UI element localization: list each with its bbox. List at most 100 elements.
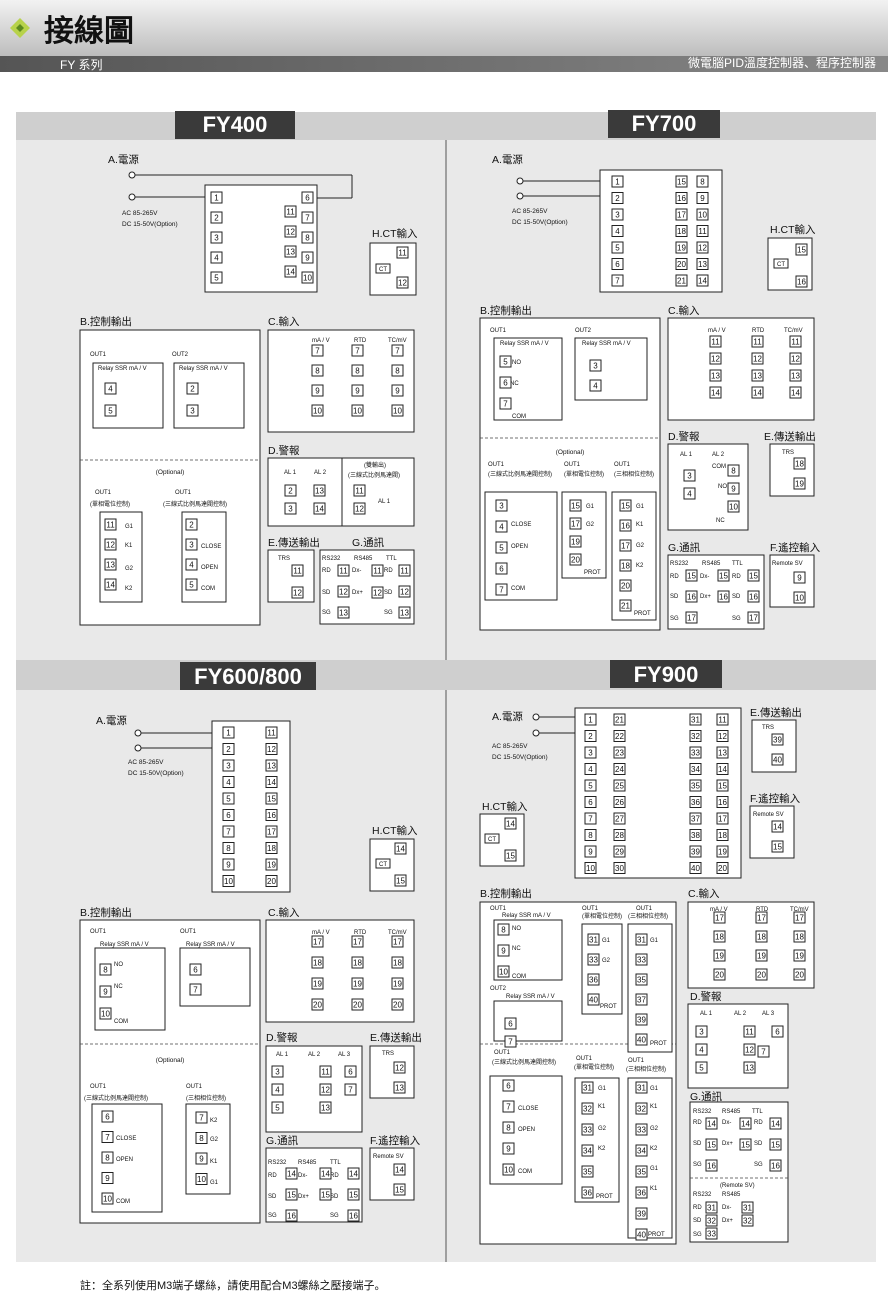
svg-text:12: 12 xyxy=(398,279,407,288)
svg-text:39: 39 xyxy=(637,1016,646,1025)
svg-text:31: 31 xyxy=(743,1204,752,1213)
terminal-36: 36 xyxy=(581,1186,594,1199)
terminal-2: 2 xyxy=(611,192,624,204)
svg-text:Relay SSR mA / V: Relay SSR mA / V xyxy=(179,366,228,372)
terminal-9: 9 xyxy=(696,192,709,204)
svg-text:(單相電位控制): (單相電位控制) xyxy=(564,470,604,478)
svg-text:12: 12 xyxy=(267,745,276,754)
svg-text:17: 17 xyxy=(393,938,402,947)
terminal-10: 10 xyxy=(391,404,404,417)
svg-text:TRS: TRS xyxy=(762,725,774,731)
footer-note: 註：全系列使用M3端子螺絲，請使用配合M3螺絲之壓接端子。 xyxy=(80,1278,386,1292)
svg-text:(三相相位控制): (三相相位控制) xyxy=(186,1094,226,1102)
svg-text:15: 15 xyxy=(707,1141,716,1150)
terminal-5: 5 xyxy=(185,578,198,591)
svg-text:H.CT輸入: H.CT輸入 xyxy=(482,800,528,813)
svg-text:33: 33 xyxy=(707,1230,716,1239)
svg-text:COM: COM xyxy=(712,464,726,470)
terminal-15: 15 xyxy=(319,1188,332,1201)
svg-text:2: 2 xyxy=(189,521,194,530)
terminal-13: 13 xyxy=(284,245,297,258)
svg-text:AL 1: AL 1 xyxy=(284,470,297,476)
terminal-19: 19 xyxy=(793,477,806,490)
svg-text:14: 14 xyxy=(349,1170,358,1179)
terminal-9: 9 xyxy=(301,251,314,264)
terminal-18: 18 xyxy=(675,225,688,237)
svg-text:COM: COM xyxy=(114,1019,128,1025)
terminal-7: 7 xyxy=(611,274,624,287)
svg-text:RD: RD xyxy=(754,1120,763,1126)
terminal-6: 6 xyxy=(611,258,624,270)
terminal-12: 12 xyxy=(371,586,384,599)
terminal-15: 15 xyxy=(675,175,688,188)
svg-text:39: 39 xyxy=(773,736,782,745)
svg-text:21: 21 xyxy=(621,602,630,611)
terminal-11: 11 xyxy=(319,1065,332,1078)
terminal-13: 13 xyxy=(337,606,350,619)
svg-text:8: 8 xyxy=(731,467,736,476)
svg-text:9: 9 xyxy=(226,861,231,870)
terminal-4: 4 xyxy=(495,520,508,533)
model-tag-fy900: FY900 xyxy=(610,660,722,688)
svg-text:12: 12 xyxy=(373,589,382,598)
terminal-16: 16 xyxy=(675,192,688,204)
svg-text:SG: SG xyxy=(322,610,331,616)
terminal-12: 12 xyxy=(716,730,729,742)
svg-text:16: 16 xyxy=(797,278,806,287)
svg-text:32: 32 xyxy=(637,1105,646,1114)
svg-text:E.傳送輸出: E.傳送輸出 xyxy=(764,430,816,443)
terminal-6: 6 xyxy=(301,191,314,204)
svg-text:16: 16 xyxy=(677,194,686,203)
svg-text:OUT2: OUT2 xyxy=(490,986,507,992)
svg-text:10: 10 xyxy=(101,1010,110,1019)
svg-text:RS485: RS485 xyxy=(722,1192,741,1198)
svg-text:2: 2 xyxy=(288,487,293,496)
terminal-40: 40 xyxy=(587,993,600,1006)
svg-text:14: 14 xyxy=(287,1170,296,1179)
svg-text:11: 11 xyxy=(286,208,295,217)
model-tag-fy600: FY600/800 xyxy=(180,662,316,690)
svg-text:11: 11 xyxy=(293,567,302,576)
terminal-9: 9 xyxy=(195,1152,208,1165)
svg-text:16: 16 xyxy=(749,593,758,602)
svg-text:12: 12 xyxy=(753,355,762,364)
svg-text:5: 5 xyxy=(499,544,504,553)
svg-text:AL 2: AL 2 xyxy=(734,1011,747,1017)
terminal-13: 13 xyxy=(104,558,117,571)
svg-text:(雙輸出): (雙輸出) xyxy=(364,461,386,469)
svg-text:NC: NC xyxy=(716,518,725,524)
svg-text:TRS: TRS xyxy=(278,556,290,562)
svg-text:8: 8 xyxy=(588,831,593,840)
terminal-6: 6 xyxy=(504,1017,517,1030)
svg-text:14: 14 xyxy=(707,1120,716,1129)
svg-text:3: 3 xyxy=(588,749,593,758)
terminal-35: 35 xyxy=(635,1165,648,1178)
svg-text:33: 33 xyxy=(583,1126,592,1135)
terminal-8: 8 xyxy=(727,464,740,477)
svg-text:Relay SSR mA / V: Relay SSR mA / V xyxy=(100,942,149,948)
svg-text:Dx+: Dx+ xyxy=(352,590,363,596)
terminal-9: 9 xyxy=(351,384,364,397)
terminal-31: 31 xyxy=(741,1201,754,1214)
svg-text:CLOSE: CLOSE xyxy=(518,1106,538,1112)
svg-text:8: 8 xyxy=(199,1134,204,1143)
svg-text:8: 8 xyxy=(355,367,360,376)
svg-text:AC 85-265V: AC 85-265V xyxy=(122,210,158,217)
terminal-5: 5 xyxy=(104,404,117,417)
svg-text:7: 7 xyxy=(615,277,620,286)
terminal-6: 6 xyxy=(584,796,597,808)
svg-text:RTD: RTD xyxy=(752,328,765,334)
svg-text:15: 15 xyxy=(267,795,276,804)
svg-text:OPEN: OPEN xyxy=(511,544,528,550)
svg-text:OUT1: OUT1 xyxy=(490,328,507,334)
svg-text:5: 5 xyxy=(214,274,219,283)
svg-text:16: 16 xyxy=(287,1212,296,1221)
svg-text:G.通訊: G.通訊 xyxy=(668,541,701,554)
svg-text:(三線式比例馬達閥控制): (三線式比例馬達閥控制) xyxy=(488,470,552,478)
svg-text:TC/mV: TC/mV xyxy=(388,338,407,344)
terminal-33: 33 xyxy=(689,746,702,759)
svg-text:13: 13 xyxy=(106,561,115,570)
svg-text:9: 9 xyxy=(588,848,593,857)
svg-text:FY700: FY700 xyxy=(632,111,697,136)
svg-text:17: 17 xyxy=(687,614,696,623)
